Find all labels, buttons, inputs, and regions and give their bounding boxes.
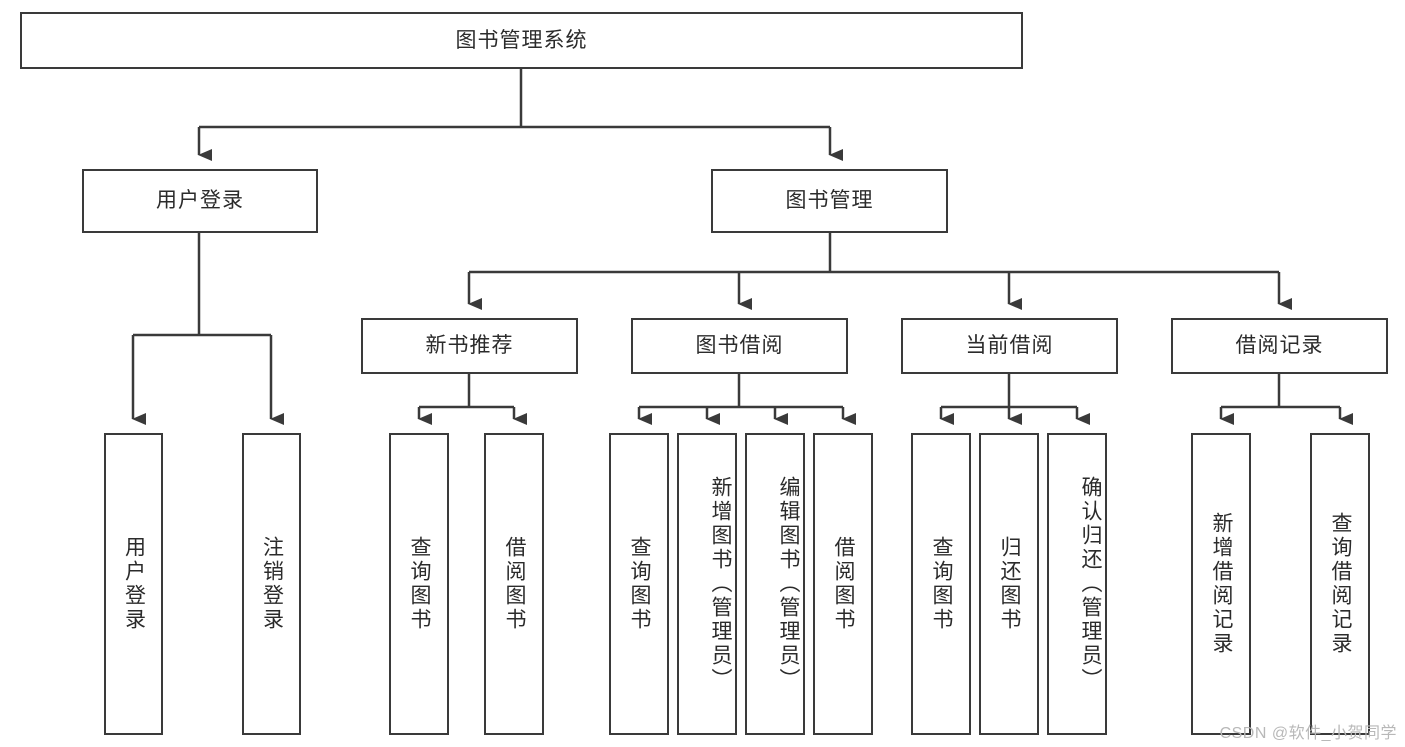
leaf-user-login[interactable]: 用户登录 — [104, 433, 163, 735]
node-label: 借阅记录 — [1235, 334, 1324, 358]
leaf-borrow-book-recommend[interactable]: 借阅图书 — [484, 433, 544, 735]
node-root-system[interactable]: 图书管理系统 — [20, 12, 1023, 69]
leaf-confirm-return-admin[interactable]: 确认归还（管理员） — [1047, 433, 1107, 735]
node-new-book-recommend[interactable]: 新书推荐 — [361, 318, 578, 374]
node-label: 用户登录 — [122, 536, 146, 632]
node-book-borrow[interactable]: 图书借阅 — [631, 318, 848, 374]
node-label: 查询图书 — [628, 536, 651, 632]
node-label: 图书管理系统 — [455, 28, 588, 52]
node-label: 编辑图书（管理员） — [777, 476, 800, 692]
leaf-query-book-borrow[interactable]: 查询图书 — [609, 433, 669, 735]
node-label: 借阅图书 — [832, 536, 855, 632]
node-borrow-records[interactable]: 借阅记录 — [1171, 318, 1388, 374]
node-label: 借阅图书 — [503, 536, 526, 632]
node-label: 归还图书 — [998, 536, 1021, 632]
node-label: 用户登录 — [156, 189, 244, 213]
node-label: 当前借阅 — [965, 334, 1054, 358]
node-book-management[interactable]: 图书管理 — [711, 169, 948, 233]
node-label: 新书推荐 — [425, 334, 514, 358]
leaf-borrow-book[interactable]: 借阅图书 — [813, 433, 873, 735]
leaf-edit-book-admin[interactable]: 编辑图书（管理员） — [745, 433, 805, 735]
leaf-query-book-recommend[interactable]: 查询图书 — [389, 433, 449, 735]
leaf-add-book-admin[interactable]: 新增图书（管理员） — [677, 433, 737, 735]
leaf-query-borrow-record[interactable]: 查询借阅记录 — [1310, 433, 1370, 735]
node-user-login[interactable]: 用户登录 — [82, 169, 318, 233]
node-label: 注销登录 — [260, 536, 284, 632]
node-label: 图书借阅 — [695, 334, 784, 358]
leaf-query-book-current[interactable]: 查询图书 — [911, 433, 971, 735]
node-label: 查询图书 — [408, 536, 431, 632]
watermark-text: CSDN @软件_小贺同学 — [1219, 725, 1397, 742]
leaf-add-borrow-record[interactable]: 新增借阅记录 — [1191, 433, 1251, 735]
node-label: 图书管理 — [785, 189, 874, 213]
node-label: 查询借阅记录 — [1329, 512, 1352, 656]
leaf-return-book[interactable]: 归还图书 — [979, 433, 1039, 735]
node-label: 新增图书（管理员） — [709, 476, 732, 692]
node-label: 新增借阅记录 — [1210, 512, 1233, 656]
node-label: 查询图书 — [930, 536, 953, 632]
node-current-borrow[interactable]: 当前借阅 — [901, 318, 1118, 374]
node-label: 确认归还（管理员） — [1079, 476, 1102, 692]
leaf-user-logout[interactable]: 注销登录 — [242, 433, 301, 735]
